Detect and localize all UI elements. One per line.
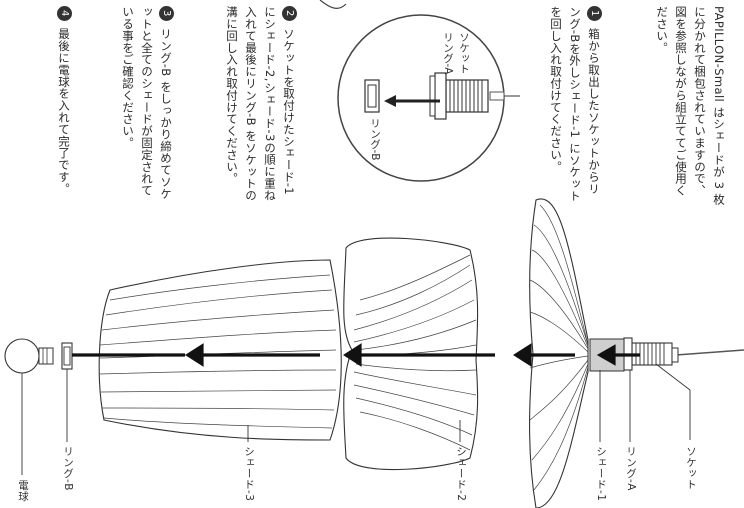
socket-body-detail bbox=[429, 72, 489, 120]
step1-paragraph: 箱から取出したソケットからリング-Bを外しシェード-1 にソケットを回し入れ取付… bbox=[549, 6, 601, 202]
arrow-icon-3 bbox=[343, 343, 362, 367]
callout-tail bbox=[319, 0, 347, 9]
cable bbox=[675, 349, 744, 356]
intro-paragraph: PAPILLON-Small はシェードが 3 枚に分かれて梱包されていますので… bbox=[655, 6, 726, 206]
step4-paragraph: 最後に電球を入れて完了です。 bbox=[57, 28, 71, 195]
step1-text: 1 箱から取出したソケットからリング-Bを外しシェード-1 にソケットを回し入れ… bbox=[546, 6, 603, 206]
callout-ring-a-label: リング-A bbox=[442, 32, 454, 75]
arrow-icon-4 bbox=[185, 343, 204, 367]
step3-paragraph: リング-B をしっかり締めてソケットと全てのシェードが固定されている事をご確認く… bbox=[121, 6, 173, 200]
callout-socket-label: ソケット bbox=[458, 32, 470, 74]
step3-number-icon: 3 bbox=[159, 6, 174, 21]
part-label-shade-3: シェード-3 bbox=[243, 446, 255, 502]
part-label-bulb: 電球 bbox=[17, 480, 29, 502]
step2-text: 2 ソケットを取付けたシェード-1にシェード-2,シェード-3の順に重ね入れて最… bbox=[222, 6, 298, 206]
shade-3-drawing bbox=[98, 259, 342, 441]
callout-arrow-icon bbox=[384, 95, 396, 107]
step4-text: 4 最後に電球を入れて完了です。 bbox=[54, 6, 73, 206]
step1-number-icon: 1 bbox=[587, 6, 602, 21]
arrow-icon-2 bbox=[513, 343, 532, 367]
step2-number-icon: 2 bbox=[282, 6, 297, 21]
step4-number-icon: 4 bbox=[57, 6, 72, 21]
part-label-shade-1: シェード-1 bbox=[595, 446, 607, 502]
part-label-shade-2: シェード-2 bbox=[455, 446, 467, 502]
assembly-arrows bbox=[72, 343, 640, 367]
intro-text: PAPILLON-Small はシェードが 3 枚に分かれて梱包されていますので… bbox=[652, 6, 728, 206]
arrow-icon-1 bbox=[596, 344, 616, 366]
part-label-ring-b: リング-B bbox=[62, 446, 74, 491]
part-label-ring-a: リング-A bbox=[625, 446, 637, 491]
step2-paragraph: ソケットを取付けたシェード-1にシェード-2,シェード-3の順に重ね入れて最後に… bbox=[225, 6, 296, 202]
bulb-drawing bbox=[4, 338, 54, 374]
callout-ring-b-label: リング-B bbox=[369, 118, 381, 161]
leader-lines bbox=[21, 363, 691, 475]
step3-text: 3 リング-B をしっかり締めてソケットと全てのシェードが固定されている事をご確… bbox=[118, 6, 175, 206]
part-label-socket: ソケット bbox=[685, 446, 697, 490]
ring-b-drawing bbox=[61, 342, 73, 370]
